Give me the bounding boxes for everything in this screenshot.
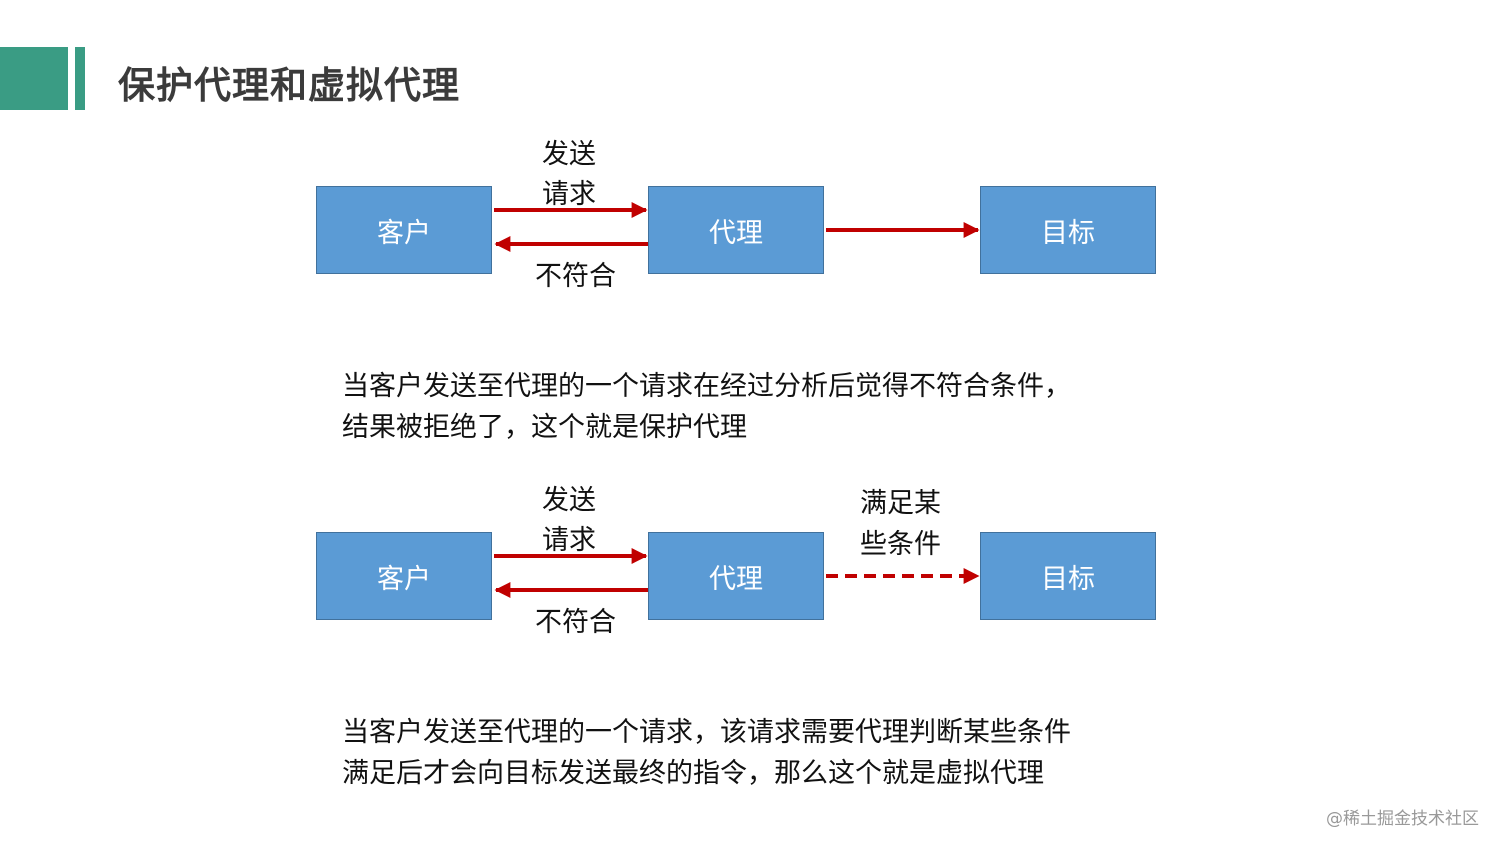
client-label-2: 客户	[377, 563, 431, 595]
watermark: @稀土掘金技术社区	[1326, 809, 1479, 829]
send-request-label-2-line2: 请求	[542, 525, 596, 556]
target-box-2: 目标	[980, 532, 1156, 620]
send-request-label-line1: 发送	[542, 139, 596, 170]
protection-description-line1: 当客户发送至代理的一个请求在经过分析后觉得不符合条件，	[342, 371, 1071, 402]
reject-label-2: 不符合	[535, 607, 616, 638]
condition-label-line1: 满足某	[860, 488, 941, 519]
proxy-box-2: 代理	[648, 532, 824, 620]
send-request-label-line2: 请求	[542, 179, 596, 210]
target-box: 目标	[980, 186, 1156, 274]
protection-description-line2: 结果被拒绝了，这个就是保护代理	[342, 412, 747, 443]
accent-block	[0, 47, 68, 110]
proxy-label-2: 代理	[709, 563, 763, 595]
slide-title: 保护代理和虚拟代理	[118, 64, 460, 107]
send-request-label-2-line1: 发送	[542, 485, 596, 516]
proxy-label: 代理	[709, 217, 763, 249]
proxy-box: 代理	[648, 186, 824, 274]
target-label: 目标	[1041, 217, 1095, 249]
client-box-2: 客户	[316, 532, 492, 620]
virtual-description-line1: 当客户发送至代理的一个请求，该请求需要代理判断某些条件	[342, 717, 1071, 748]
client-box: 客户	[316, 186, 492, 274]
target-label-2: 目标	[1041, 563, 1095, 595]
client-label: 客户	[377, 217, 431, 249]
virtual-description-line2: 满足后才会向目标发送最终的指令，那么这个就是虚拟代理	[342, 758, 1044, 789]
condition-label-line2: 些条件	[860, 529, 941, 560]
accent-line	[75, 47, 85, 110]
reject-label: 不符合	[535, 261, 616, 292]
